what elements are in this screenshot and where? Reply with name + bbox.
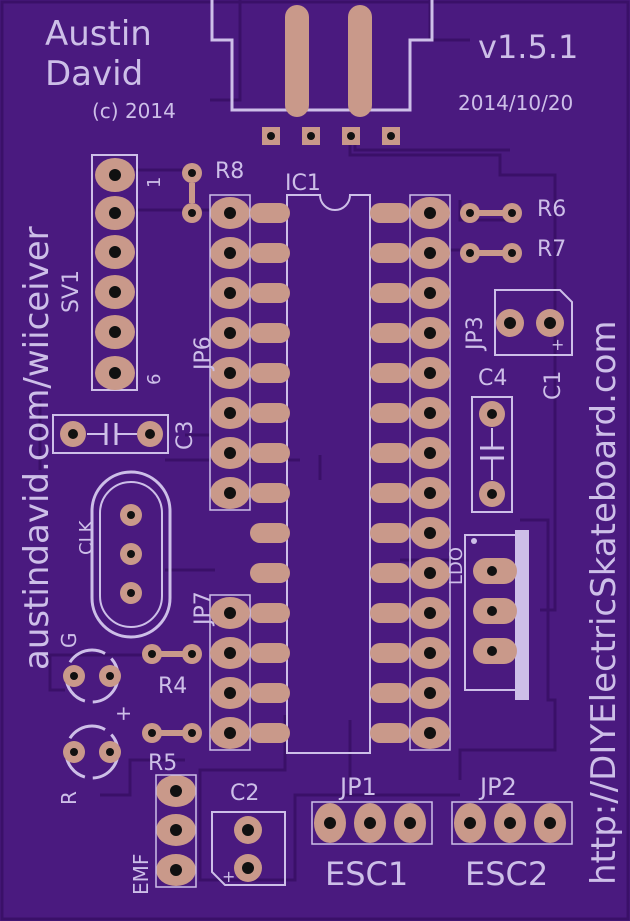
esc2-label: ESC2	[465, 855, 548, 893]
date-text: 2014/10/20	[458, 91, 573, 115]
url-left: austindavid.com/wiiceiver	[17, 226, 57, 670]
led-g-label: G	[57, 633, 81, 649]
r6-holes	[466, 209, 516, 217]
c2-label: C2	[230, 781, 259, 806]
r5-holes	[148, 729, 196, 737]
r8-resistor	[182, 163, 202, 223]
c2-capacitor	[211, 811, 286, 886]
c2-plus: +	[222, 867, 235, 886]
jp3-label: JP3	[463, 316, 488, 352]
jp7-label: JP7	[191, 591, 216, 627]
jp6-holes	[224, 207, 236, 499]
jp2-header	[451, 801, 573, 845]
jp3-pads	[409, 194, 451, 751]
emf-header	[155, 774, 197, 888]
c3-label: C3	[173, 421, 198, 450]
sv1-label: SV1	[59, 270, 84, 313]
ldo-label: LDO	[446, 547, 467, 585]
emf-label: EMF	[129, 854, 153, 895]
jp7-pads	[209, 594, 251, 751]
ic1-right-pads	[370, 203, 410, 743]
sv1-pin1-label: 1	[144, 177, 165, 188]
led-green	[63, 648, 121, 704]
ldo-regulator	[464, 530, 529, 700]
led-r-label: R	[57, 791, 81, 805]
led-plus-label: +	[111, 705, 135, 722]
c4-capacitor	[471, 396, 513, 513]
r5-label: R5	[148, 751, 177, 776]
author-line2: David	[45, 54, 143, 94]
c3-capacitor	[52, 414, 169, 454]
copyright-text: (c) 2014	[92, 99, 176, 123]
r4-holes	[148, 650, 196, 658]
sv1-pin6-label: 6	[144, 374, 165, 385]
connector-footprint	[210, 0, 434, 145]
c1-label: C1	[541, 371, 566, 400]
url-right: http://DIYElectricSkateboard.com	[584, 321, 624, 886]
c1-plus: +	[551, 335, 564, 354]
jp6-label: JP6	[191, 336, 216, 372]
ic1-left-pads	[250, 203, 290, 743]
r7-label: R7	[537, 237, 566, 262]
c4-label: C4	[478, 366, 507, 391]
jp2-label: JP2	[478, 773, 517, 801]
ic1-chip	[286, 194, 371, 754]
ic1-label: IC1	[285, 171, 321, 196]
r4-label: R4	[158, 674, 187, 699]
r8-label: R8	[215, 159, 244, 184]
clk-crystal	[90, 470, 172, 639]
led-red	[63, 724, 121, 780]
c1-capacitor	[494, 289, 573, 356]
sv1-header	[91, 154, 138, 391]
jp1-header	[311, 801, 433, 845]
author-line1: Austin	[45, 14, 152, 54]
version-text: v1.5.1	[478, 28, 578, 66]
jp6-outline	[209, 194, 251, 511]
jp1-label: JP1	[338, 773, 377, 801]
clk-label: CLK	[76, 519, 97, 555]
r6-label: R6	[537, 197, 566, 222]
esc1-label: ESC1	[325, 855, 408, 893]
r7-holes	[466, 249, 516, 257]
